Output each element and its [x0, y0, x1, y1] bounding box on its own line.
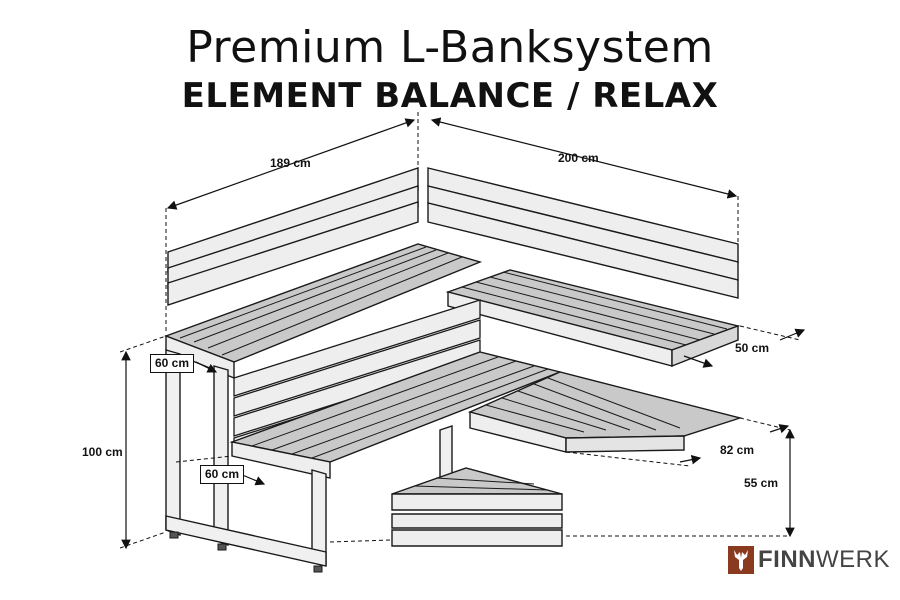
- lower-bench-right: [467, 371, 743, 453]
- logo-bold: FINN: [758, 546, 816, 573]
- dim-label-189: 189 cm: [270, 156, 311, 170]
- upper-bench-right: [445, 269, 741, 368]
- page-subtitle: ELEMENT BALANCE / RELAX: [181, 76, 719, 116]
- dim-label-60-upper: 60 cm: [150, 354, 195, 373]
- dim-line-50: [683, 355, 714, 368]
- dim-line-82: [679, 454, 702, 465]
- dim-label-60-lower: 60 cm: [200, 465, 245, 484]
- frame: [165, 349, 453, 567]
- feet: [169, 531, 323, 573]
- lower-bench-left: [229, 351, 563, 479]
- dim-line-82b: [769, 424, 790, 434]
- dim-line-60a: [195, 361, 218, 373]
- dim-label-55: 55 cm: [744, 476, 778, 490]
- deer-head-icon: [728, 546, 754, 574]
- logo-light: WERK: [816, 546, 890, 573]
- dim-line-200: [430, 117, 738, 199]
- dim-label-100: 100 cm: [82, 445, 123, 459]
- dim-line-50b: [779, 328, 806, 341]
- dim-line-189: [166, 118, 416, 210]
- finnwerk-logo: FINNWERK: [728, 546, 890, 574]
- dim-label-82: 82 cm: [720, 443, 754, 457]
- step-piece: [391, 467, 563, 547]
- upper-bench-left: [164, 243, 483, 380]
- page-title: Premium L-Banksystem: [186, 22, 714, 73]
- dim-label-200: 200 cm: [558, 151, 599, 165]
- backrest-right: [427, 167, 739, 299]
- dim-label-50: 50 cm: [735, 341, 769, 355]
